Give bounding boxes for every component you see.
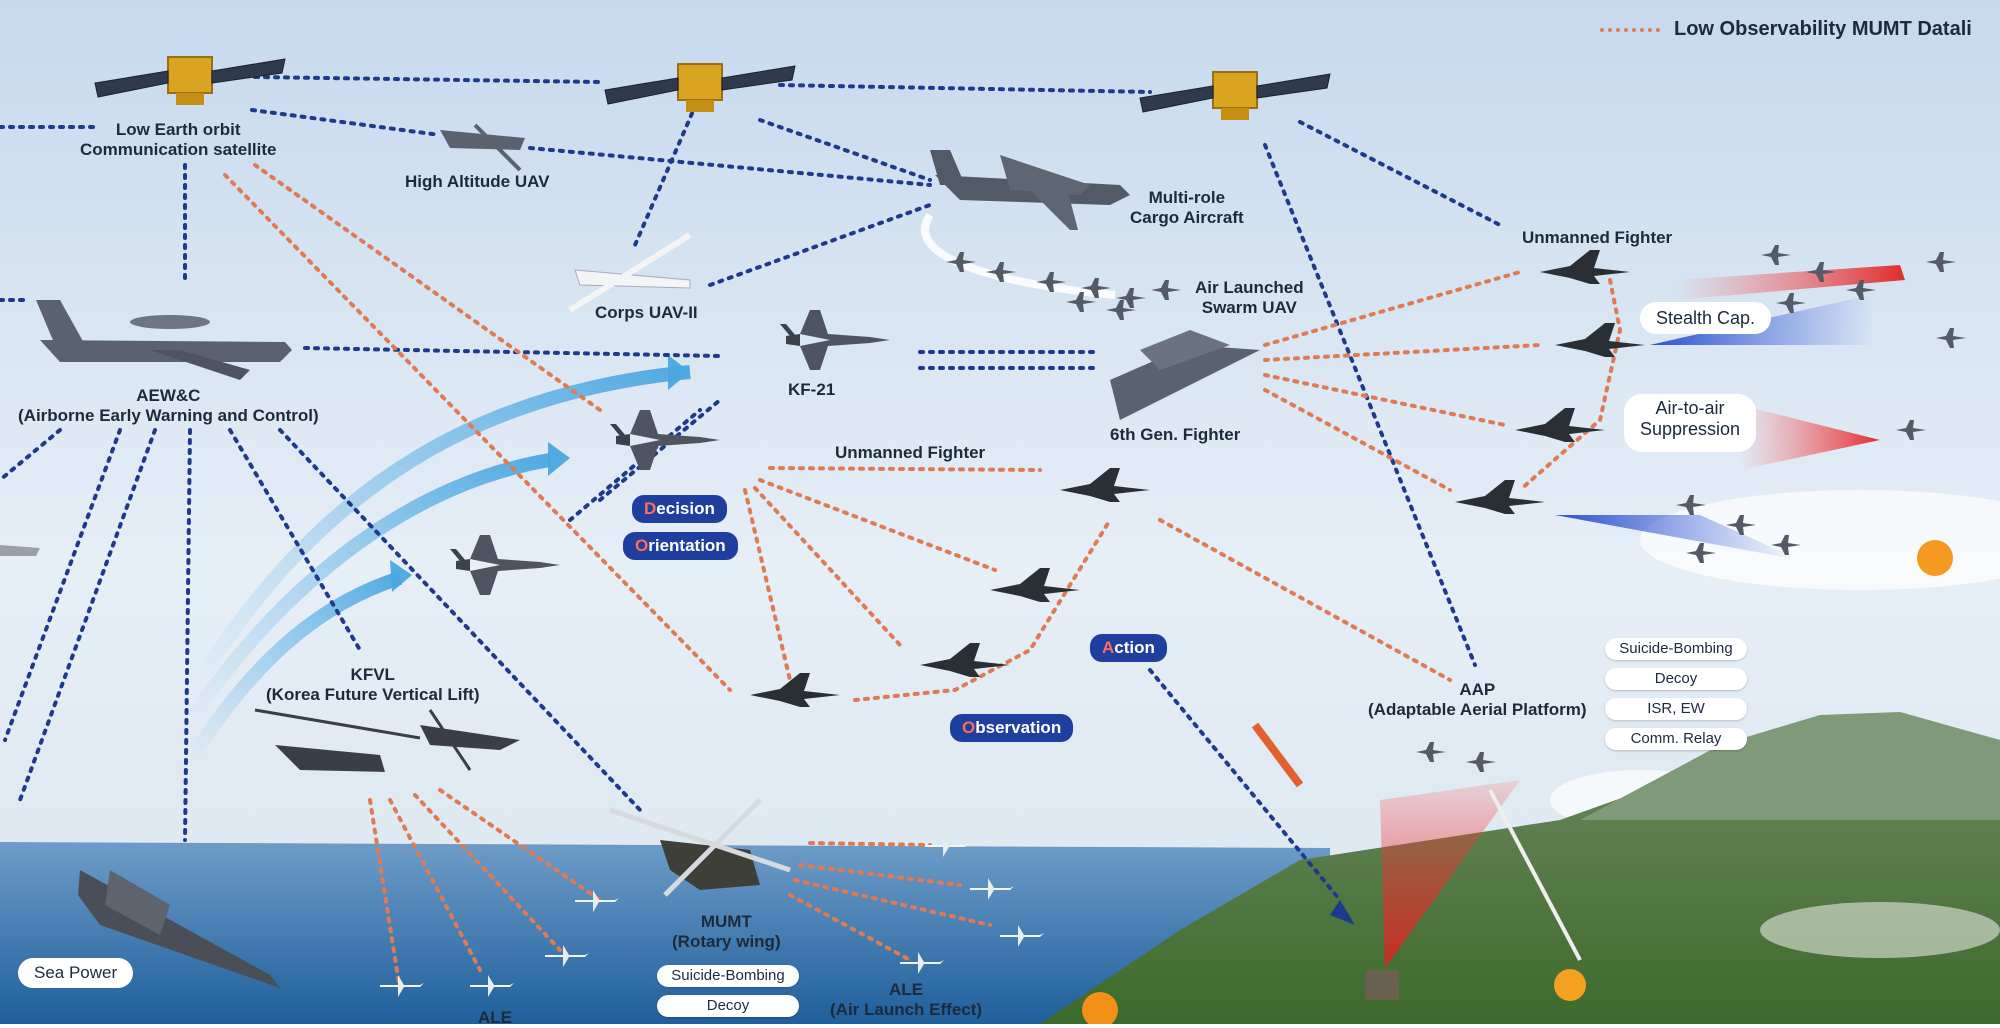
pill-air-to-air-suppression: Air-to-air Suppression xyxy=(1624,394,1757,452)
ooda-action: Action xyxy=(1090,634,1167,662)
label-sea-power: Sea Power xyxy=(18,958,134,988)
label-unmanned-fighter-mid: Unmanned Fighter xyxy=(835,443,986,462)
label-corps-uav: Corps UAV-II xyxy=(595,303,698,322)
missile xyxy=(1251,722,1304,788)
ooda-orientation: Orientation xyxy=(623,532,738,560)
aap-role-decoy: Decoy xyxy=(1605,668,1747,690)
pill-stealth-capability: Stealth Cap. xyxy=(1640,302,1772,334)
sixth-gen-fighter xyxy=(1110,330,1260,420)
label-swarm-uav: Air Launched Swarm UAV xyxy=(1195,278,1304,317)
ooda-arrow-3 xyxy=(184,571,403,764)
ooda-decision: Decision xyxy=(632,495,727,523)
mumt-links xyxy=(223,163,1623,992)
high-altitude-uav xyxy=(440,130,525,150)
aap-role-suicide-bombing: Suicide-Bombing xyxy=(1605,638,1747,660)
ooda-arrow-2 xyxy=(184,453,552,724)
label-kf21: KF-21 xyxy=(788,380,836,399)
legend-dotted-line xyxy=(1600,27,1660,32)
radar-site xyxy=(1365,970,1399,1000)
aewc-aircraft xyxy=(36,300,292,380)
aap-role-comm-relay: Comm. Relay xyxy=(1605,728,1747,750)
label-leo-satellite: Low Earth orbit Communication satellite xyxy=(80,120,277,159)
mumt-helicopter xyxy=(609,798,791,897)
cargo-aircraft xyxy=(930,150,1130,230)
ooda-observation: Observation xyxy=(950,714,1074,742)
swarm-release-trail xyxy=(921,212,1116,299)
label-mumt-rotary: MUMT (Rotary wing) xyxy=(672,912,781,951)
label-kfvl: KFVL (Korea Future Vertical Lift) xyxy=(266,665,480,704)
edge-aircraft xyxy=(0,545,40,556)
red-beam-top xyxy=(1675,265,1905,300)
explosion-ground-left xyxy=(1082,992,1118,1024)
label-ale-right: ALE (Air Launch Effect) xyxy=(830,980,983,1019)
ooda-arrow-1 xyxy=(194,365,691,684)
explosion-ground-right xyxy=(1554,969,1586,1001)
mumt-role-decoy: Decoy xyxy=(657,995,799,1017)
kfvl-helicopter xyxy=(254,708,520,772)
label-aewc: AEW&C (Airborne Early Warning and Contro… xyxy=(18,386,319,425)
label-aap: AAP (Adaptable Aerial Platform) xyxy=(1368,680,1587,719)
label-ale-left: ALE xyxy=(478,1008,512,1027)
label-unmanned-fighter-top: Unmanned Fighter xyxy=(1522,228,1673,247)
label-cargo-aircraft: Multi-role Cargo Aircraft xyxy=(1130,188,1244,227)
warship xyxy=(78,870,280,988)
mumt-role-suicide-bombing: Suicide-Bombing xyxy=(657,965,799,987)
missile-trail xyxy=(1488,789,1582,961)
label-sixth-gen-fighter: 6th Gen. Fighter xyxy=(1110,425,1241,444)
legend-mumt-datalink: Low Observability MUMT Datali xyxy=(1600,18,1972,41)
radar-cone xyxy=(1380,780,1520,968)
red-beam-suppression xyxy=(1740,405,1880,470)
explosion-air xyxy=(1917,540,1953,576)
label-high-altitude-uav: High Altitude UAV xyxy=(405,172,550,191)
comm-links xyxy=(0,75,1502,902)
aap-role-isr-ew: ISR, EW xyxy=(1605,698,1747,720)
corps-uav xyxy=(568,232,692,313)
blue-beam-bottom xyxy=(1555,515,1800,560)
